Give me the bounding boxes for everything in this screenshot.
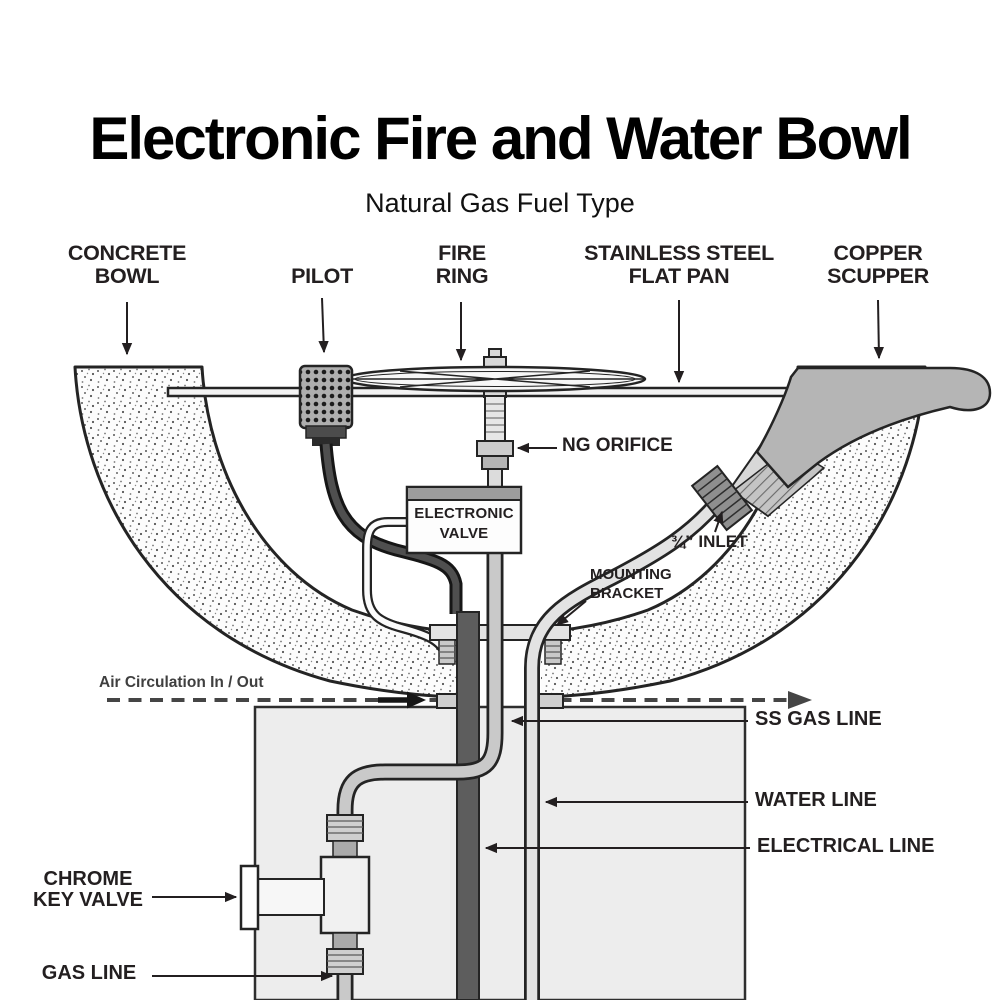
key-valve-assembly bbox=[319, 814, 371, 975]
callout-water-line: WATER LINE bbox=[755, 789, 877, 811]
electronic-valve-label: ELECTRONIC VALVE bbox=[414, 504, 514, 543]
page-subtitle: Natural Gas Fuel Type bbox=[365, 188, 635, 218]
water-line-pipe bbox=[524, 485, 734, 1000]
callout-line: ¾” INLET bbox=[671, 532, 748, 551]
callout-line: KEY VALVE bbox=[32, 889, 144, 912]
chrome-key-valve-handle bbox=[239, 864, 325, 931]
callout-line: BRACKET bbox=[590, 584, 664, 602]
callout-line: MOUNTING bbox=[590, 566, 672, 583]
callout-arrows bbox=[121, 297, 885, 982]
callout-line: NG ORIFICE bbox=[562, 435, 673, 456]
callout-line: SCUPPER bbox=[827, 263, 929, 288]
callout-line: SS GAS LINE bbox=[755, 708, 882, 730]
callout-ss-gas-line: SS GAS LINE bbox=[755, 708, 882, 730]
callout-line: BOWL bbox=[94, 263, 160, 288]
valve-electrical-cable bbox=[362, 517, 451, 658]
page-title: Electronic Fire and Water Bowl bbox=[89, 105, 912, 172]
ng-orifice-fitting bbox=[476, 395, 514, 490]
arrow-inlet bbox=[713, 510, 724, 533]
callout-line: CHROME bbox=[43, 868, 133, 890]
arrow-mounting-bracket bbox=[555, 600, 587, 626]
callout-line: ELECTRONIC bbox=[414, 505, 514, 522]
callout-line: FIRE bbox=[438, 241, 486, 265]
air-circulation-arrow bbox=[107, 691, 812, 709]
copper-scupper-shape bbox=[728, 366, 992, 518]
callout-line: Air Circulation In / Out bbox=[99, 674, 264, 691]
callout-pilot: PILOT bbox=[291, 265, 353, 288]
callout-line: GAS LINE bbox=[41, 962, 137, 984]
gas-line-pipe bbox=[336, 550, 504, 1000]
callout-copper-scupper: COPPER SCUPPER bbox=[827, 242, 929, 288]
callout-line: STAINLESS STEEL bbox=[584, 241, 774, 265]
callout-gas-line: GAS LINE bbox=[41, 962, 137, 984]
callout-fire-ring: FIRE RING bbox=[436, 242, 489, 288]
water-inlet-fitting bbox=[690, 464, 754, 532]
electronic-valve-box bbox=[405, 485, 523, 555]
callout-line: RING bbox=[435, 263, 489, 288]
callout-line: WATER LINE bbox=[755, 789, 877, 811]
arrow-pilot bbox=[318, 297, 329, 354]
callout-flat-pan: STAINLESS STEEL FLAT PAN bbox=[584, 242, 774, 288]
callout-mounting-bracket: MOUNTING BRACKET bbox=[590, 566, 672, 604]
air-circulation-label: Air Circulation In / Out bbox=[99, 674, 264, 691]
pilot-shape bbox=[298, 364, 354, 446]
callout-inlet: ¾” INLET bbox=[671, 532, 748, 551]
electrical-line-cable bbox=[456, 611, 480, 1000]
callout-line: VALVE bbox=[439, 524, 489, 542]
callout-line: FLAT PAN bbox=[628, 263, 730, 288]
callout-chrome-key-valve: CHROME KEY VALVE bbox=[32, 868, 144, 912]
callout-line: PILOT bbox=[291, 264, 353, 288]
callout-line: CONCRETE bbox=[67, 241, 187, 265]
arrow-copper-scupper bbox=[873, 299, 885, 360]
callout-concrete-bowl: CONCRETE BOWL bbox=[67, 241, 187, 288]
callout-line: ELECTRICAL LINE bbox=[757, 835, 935, 857]
callout-electrical-line: ELECTRICAL LINE bbox=[757, 835, 935, 857]
callout-ng-orifice: NG ORIFICE bbox=[562, 435, 673, 456]
fire-ring-shape bbox=[343, 348, 647, 398]
callout-line: COPPER bbox=[833, 241, 923, 265]
pilot-cable bbox=[319, 443, 463, 614]
